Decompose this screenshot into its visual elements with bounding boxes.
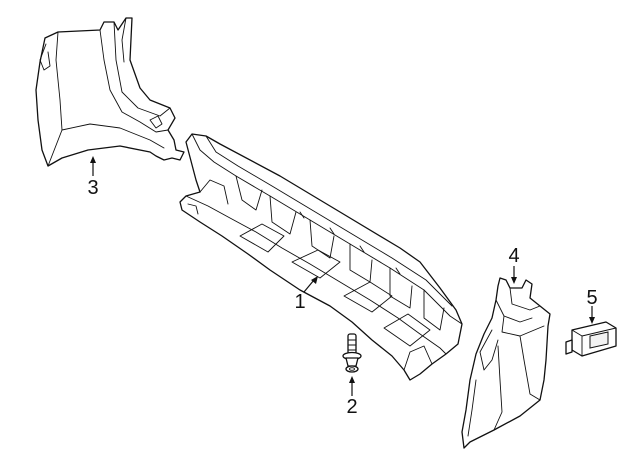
part-1-center-bracket — [179, 133, 463, 381]
callout-1: 1 — [294, 291, 305, 313]
leader-lines — [90, 156, 595, 396]
leader-1 — [303, 276, 318, 293]
callout-4: 4 — [508, 245, 519, 267]
callout-5: 5 — [586, 287, 597, 309]
leader-5 — [589, 306, 595, 324]
part-5-sensor — [565, 321, 617, 357]
leader-3 — [90, 156, 96, 176]
leader-4 — [511, 266, 517, 284]
leader-2 — [349, 376, 355, 396]
callout-3: 3 — [87, 177, 98, 199]
part-3-left-bracket — [35, 17, 185, 167]
part-4-right-bracket — [461, 277, 551, 449]
callout-2: 2 — [346, 396, 357, 418]
part-2-push-pin — [342, 333, 362, 373]
